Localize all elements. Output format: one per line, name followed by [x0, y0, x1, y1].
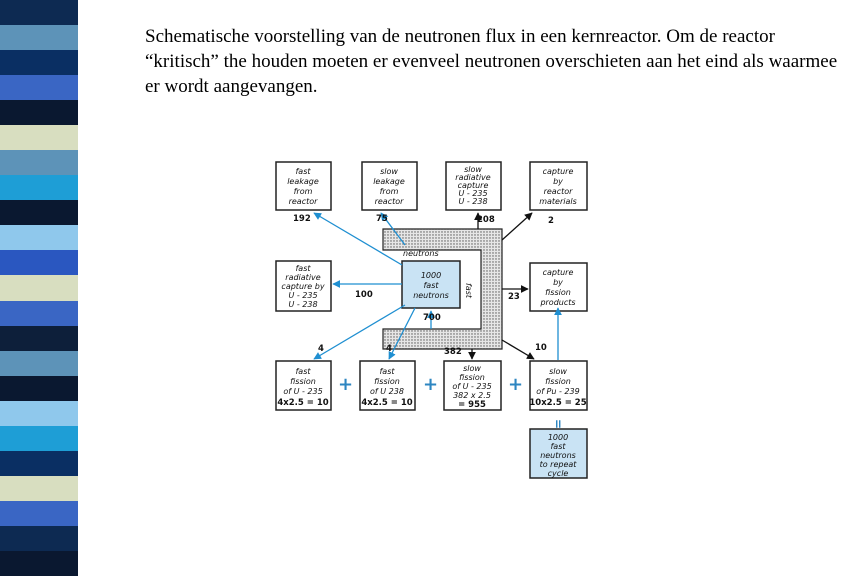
box-line: fast	[379, 367, 395, 376]
value-fast-fission-235: 4	[318, 344, 324, 354]
box-line: of U - 235	[283, 387, 322, 396]
box-line: capture	[543, 167, 574, 176]
box-fast-fission-u235: fast fission of U - 235 4x2.5 = 10	[276, 361, 331, 410]
value-slow-leakage: 75	[376, 214, 388, 224]
box-fast-fission-u238: fast fission of U 238 4x2.5 = 10	[360, 361, 415, 410]
arrow-capture-reactor	[502, 213, 532, 240]
box-repeat-cycle: 1000 fast neutrons to repeat cycle	[530, 429, 587, 478]
box-line: fission	[374, 377, 400, 386]
box-line: leakage	[287, 177, 319, 186]
box-formula: 4x2.5 = 10	[277, 398, 328, 408]
box-line: neutrons	[540, 451, 576, 460]
box-line: fast	[295, 264, 311, 273]
box-line: capture	[543, 268, 574, 277]
box-capture-reactor: capture by reactor materials	[530, 162, 587, 210]
center-box: 1000 fast neutrons	[402, 261, 460, 308]
box-line: by	[553, 177, 563, 186]
box-line: fast	[295, 167, 311, 176]
center-line: fast	[423, 281, 439, 290]
box-line: to repeat	[540, 460, 578, 469]
box-line: reactor	[289, 197, 319, 206]
box-line: cycle	[548, 469, 569, 478]
value-fast-fission-238: 4	[386, 344, 392, 354]
plus-sign: +	[338, 374, 353, 395]
value-slow-radiative: 208	[477, 215, 495, 225]
box-line: of Pu - 239	[536, 387, 579, 396]
fast-label: fast	[464, 283, 473, 299]
box-line: materials	[539, 197, 577, 206]
plus-sign: +	[508, 374, 523, 395]
box-line: reactor	[544, 187, 574, 196]
box-line: slow	[549, 367, 567, 376]
box-line: 382 x 2.5	[453, 391, 491, 400]
box-slow-fission-u235: slow fission of U - 235 382 x 2.5 = 955	[444, 361, 501, 410]
box-line: from	[294, 187, 313, 196]
box-line: leakage	[373, 177, 405, 186]
box-line: U - 235	[288, 291, 317, 300]
box-formula: 10x2.5 = 25	[529, 398, 586, 408]
box-line: by	[553, 278, 563, 287]
center-line: 1000	[421, 271, 441, 280]
box-capture-fission-products: capture by fission products	[530, 263, 587, 311]
value-fast-leakage: 192	[293, 214, 311, 224]
box-line: fast	[550, 442, 566, 451]
equals-sign: =	[551, 419, 565, 429]
box-slow-radiative: slow radiative capture U - 235 U - 238	[446, 162, 501, 210]
box-formula: 4x2.5 = 10	[361, 398, 412, 408]
box-line: from	[380, 187, 399, 196]
box-line: products	[539, 298, 575, 307]
value-capture-fission: 23	[508, 292, 520, 302]
neutrons-label: neutrons	[403, 249, 439, 258]
box-line: U - 238	[458, 197, 487, 206]
box-slow-leakage: slow leakage from reactor	[362, 162, 417, 210]
box-formula: = 955	[458, 400, 486, 410]
box-fast-radiative: fast radiative capture by U - 235 U - 23…	[276, 261, 331, 311]
center-line: neutrons	[413, 291, 449, 300]
plus-sign: +	[423, 374, 438, 395]
box-line: fission	[545, 377, 571, 386]
box-line: reactor	[375, 197, 405, 206]
arrow-slow-fission-pu	[502, 340, 534, 359]
value-moderator: 700	[423, 313, 441, 323]
box-line: capture by	[281, 282, 324, 291]
value-slow-fission-235: 382	[444, 347, 462, 357]
box-line: fast	[295, 367, 311, 376]
box-line: slow	[380, 167, 398, 176]
box-line: radiative	[285, 273, 320, 282]
box-line: 1000	[548, 433, 568, 442]
box-slow-fission-pu239: slow fission of Pu - 239 10x2.5 = 25	[529, 361, 587, 410]
box-fast-leakage: fast leakage from reactor	[276, 162, 331, 210]
value-fast-radiative: 100	[355, 290, 373, 300]
box-line: slow	[463, 364, 481, 373]
box-line: fission	[290, 377, 316, 386]
box-line: fission	[459, 373, 485, 382]
box-line: of U 238	[370, 387, 404, 396]
box-line: of U - 235	[452, 382, 491, 391]
box-line: fission	[545, 288, 571, 297]
value-capture-reactor: 2	[548, 216, 554, 226]
value-slow-fission-pu: 10	[535, 343, 547, 353]
box-line: U - 238	[288, 300, 317, 309]
